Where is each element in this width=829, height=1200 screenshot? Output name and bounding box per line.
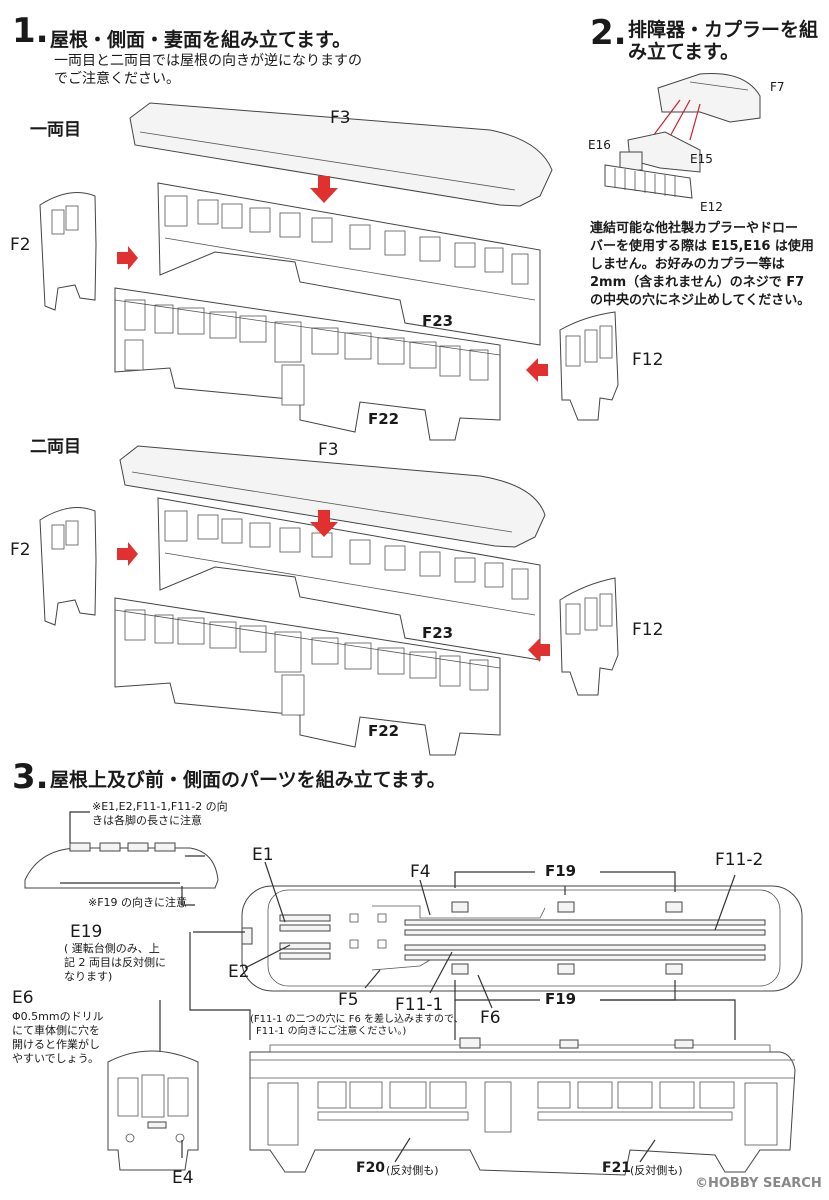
e6-note-line1: Φ0.5mmのドリル xyxy=(12,1010,104,1023)
step2-e12-label: E12 xyxy=(700,200,723,214)
car1-side-f23-label: F23 xyxy=(422,312,454,330)
e6-label: E6 xyxy=(12,988,34,1008)
e19-note-line2: 記 2 両目は反対側に xyxy=(64,956,166,969)
car1-side-f22-label: F22 xyxy=(368,410,400,428)
car2-side-f22-label: F22 xyxy=(368,722,400,740)
car1-roof-label: F3 xyxy=(330,108,351,128)
f19-top-label: F19 xyxy=(545,862,577,880)
watermark: ©HOBBY SEARCH xyxy=(695,1176,822,1191)
step3-note-b: ※F19 の向きに注意 xyxy=(88,896,188,909)
car1-end-f2-label: F2 xyxy=(10,235,31,255)
e1-label: E1 xyxy=(252,845,274,865)
step1-title: 屋根・側面・妻面を組み立てます。 xyxy=(50,29,352,51)
f21-label: F21 xyxy=(602,1160,632,1176)
car2-end-f2-label: F2 xyxy=(10,540,31,560)
f20-note: (反対側も) xyxy=(386,1164,439,1177)
car1-label: 一両目 xyxy=(30,120,81,140)
step2-f7-label: F7 xyxy=(770,80,785,94)
e19-label: E19 xyxy=(70,922,103,942)
f11-2-label: F11-2 xyxy=(715,850,764,870)
step2-note-line1: 連結可能な他社製カプラーやドロー xyxy=(590,221,799,236)
step2-note-line5: の中央の穴にネジ止めしてください。 xyxy=(590,293,811,308)
car2-roof-label: F3 xyxy=(318,440,339,460)
car1-end-f12-label: F12 xyxy=(632,350,664,370)
e6-note-line2: にて車体側に穴を xyxy=(12,1024,100,1037)
f6-note-line2: F11-1 の向きにご注意ください。) xyxy=(256,1026,407,1037)
step2-title-line2: み立てます。 xyxy=(628,41,740,63)
step2-note-line2: バーを使用する際は E15,E16 は使用 xyxy=(590,239,814,254)
e19-note-line3: なります) xyxy=(64,970,113,983)
step1-number: 1. xyxy=(12,11,49,51)
step3-note-a-line2: きは各脚の長さに注意 xyxy=(92,814,202,827)
step2-number: 2. xyxy=(590,13,627,53)
e6-note-line3: 開けると作業がし xyxy=(12,1038,100,1051)
step1-subtitle-line2: でご注意ください。 xyxy=(54,71,180,87)
step3-number: 3. xyxy=(12,757,49,797)
f20-label: F20 xyxy=(356,1160,386,1176)
f21-note: (反対側も) xyxy=(630,1164,683,1177)
e6-note-line4: やすいでしょう。 xyxy=(12,1052,100,1065)
f11-1-label: F11-1 xyxy=(395,995,444,1015)
step3-note-a-line1: ※E1,E2,F11-1,F11-2 の向 xyxy=(92,800,228,813)
f19-bottom-label: F19 xyxy=(545,990,577,1008)
f5-label: F5 xyxy=(338,990,359,1010)
step2-title-line1: 排障器・カプラーを組 xyxy=(628,19,819,41)
step3-title: 屋根上及び前・側面のパーツを組み立てます。 xyxy=(50,769,446,791)
step2-note-line4: 2mm（含まれません）のネジで F7 xyxy=(590,275,805,290)
f4-label: F4 xyxy=(410,862,431,882)
step1-subtitle-line1: 一両目と二両目では屋根の向きが逆になりますの xyxy=(54,53,362,69)
f6-note-line1: (F11-1 の二つの穴に F6 を差し込みますので、 xyxy=(250,1014,464,1025)
step2-note-line3: しません。お好みのカプラー等は xyxy=(590,257,785,272)
e4-label: E4 xyxy=(172,1168,194,1188)
step2-e16-label: E16 xyxy=(588,138,611,152)
e2-label: E2 xyxy=(228,962,250,982)
f6-label: F6 xyxy=(480,1008,501,1028)
car2-side-f23-label: F23 xyxy=(422,624,454,642)
e19-note-line1: ( 運転台側のみ、上 xyxy=(64,942,160,955)
step2-e15-label: E15 xyxy=(690,152,713,166)
car2-end-f12-label: F12 xyxy=(632,620,664,640)
car2-label: 二両目 xyxy=(30,437,81,457)
